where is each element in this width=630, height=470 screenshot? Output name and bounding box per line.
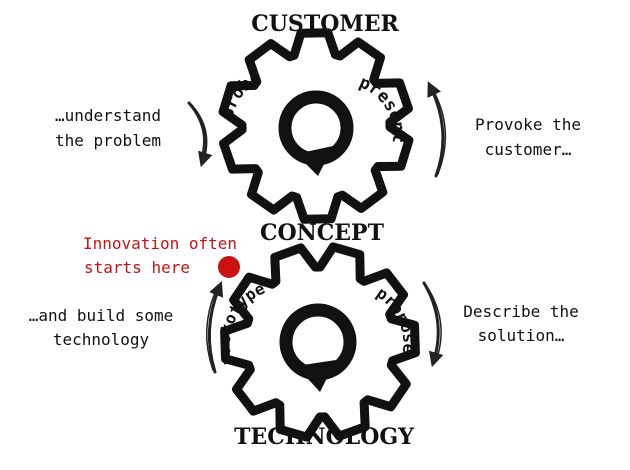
innovation-note-line2: starts here	[84, 258, 190, 277]
provoke-note-line1: Provoke the	[475, 115, 581, 134]
arrow-describe	[422, 281, 444, 368]
bottom-gear-shape	[220, 242, 420, 442]
bottom-gear-cycle-arrowhead	[296, 360, 336, 392]
technology-label: TECHNOLOGY	[234, 424, 414, 450]
top-gear: probe present	[217, 28, 414, 224]
top-gear-cycle-arrowhead	[296, 146, 333, 176]
arrow-build-sketch	[206, 289, 217, 371]
build-note-line2: technology	[53, 330, 150, 349]
innovation-note-line1: Innovation often	[83, 234, 237, 253]
arrow-describe-sketch	[425, 284, 442, 359]
top-gear-shape	[218, 28, 414, 224]
understand-note-line1: …understand	[55, 106, 161, 125]
arrow-understand	[187, 101, 213, 168]
arrow-provoke-sketch	[432, 89, 447, 175]
understand-note-line2: the problem	[55, 131, 161, 150]
describe-note-line1: Describe the	[463, 302, 579, 321]
innovation-start-dot	[218, 256, 240, 278]
bottom-gear: prototype propose	[215, 242, 420, 442]
build-note-line1: …and build some	[29, 306, 174, 325]
describe-note-line2: solution…	[478, 326, 565, 345]
arrow-build	[207, 281, 224, 374]
arrow-provoke	[427, 81, 445, 178]
provoke-note-line2: customer…	[485, 140, 572, 159]
concept-label: CONCEPT	[260, 220, 385, 246]
arrow-understand-sketch	[189, 104, 205, 159]
